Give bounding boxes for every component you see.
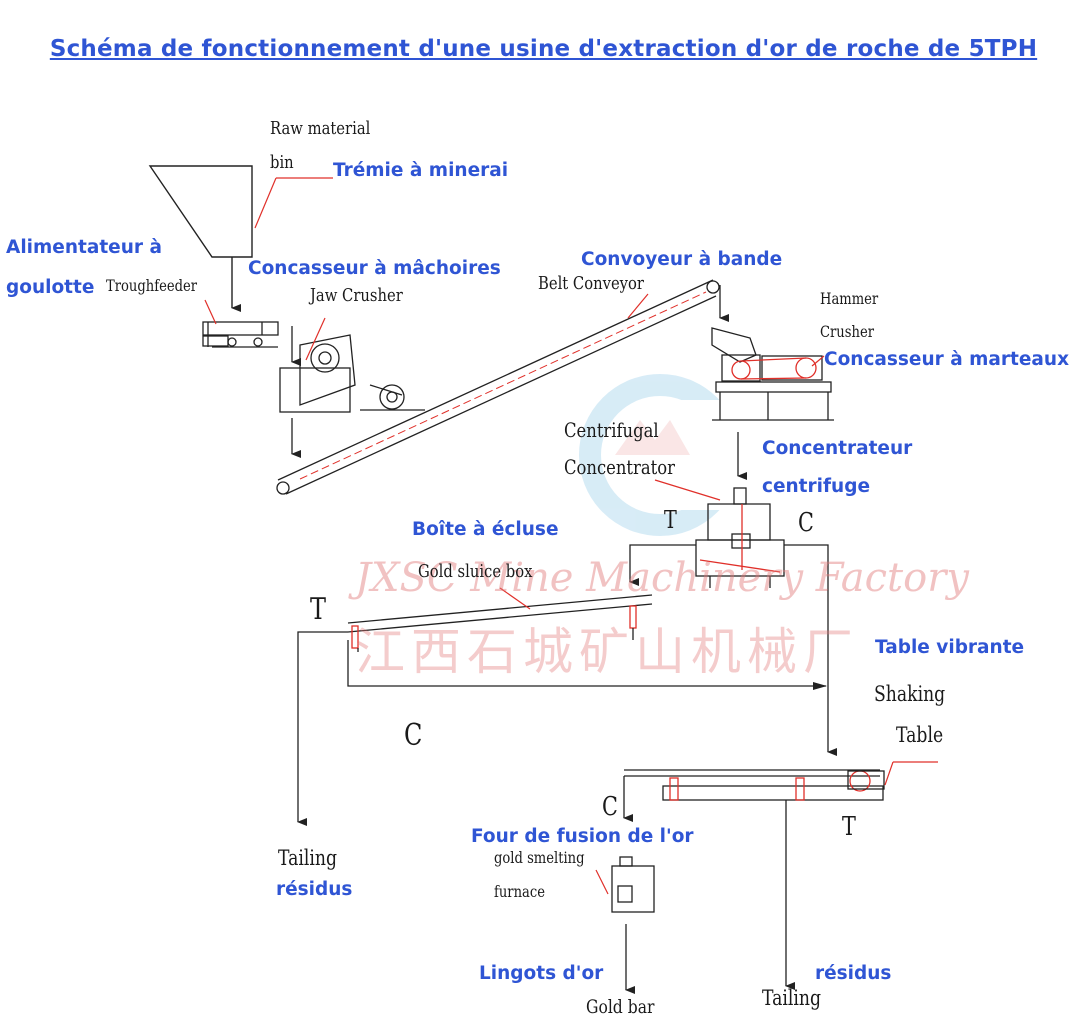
feeder-label-en: Troughfeeder [106, 276, 198, 295]
gold-bar-label-en: Gold bar [586, 996, 655, 1018]
furnace-label-en-line2: furnace [494, 882, 545, 901]
shaking-table-icon [624, 769, 885, 801]
sluice-concentrate-letter: C [404, 718, 423, 753]
concentrator-label-fr-line1: Concentrateur [762, 438, 913, 459]
logo-watermark-icon [579, 374, 750, 536]
feeder-leader-line [204, 299, 217, 325]
gold-sluice-box-icon [347, 594, 653, 652]
furnace-label-en-line1: gold smelting [494, 848, 585, 867]
concentrator-outlets [629, 544, 837, 756]
concentrator-label-en-line2: Concentrator [564, 455, 675, 479]
shaking-table-label-en-line1: Shaking [874, 682, 946, 706]
trough-feeder-icon [202, 321, 279, 348]
tailing-right-label-en: Tailing [762, 986, 822, 1010]
belt-conveyor-label-fr: Convoyeur à bande [581, 249, 783, 270]
tailing-right-label-fr: résidus [815, 963, 892, 984]
hopper-label-fr: Trémie à minerai [333, 160, 509, 181]
sluice-leader-line [499, 587, 531, 610]
tailing-left-label-fr: résidus [276, 879, 353, 900]
page-title: Schéma de fonctionnement d'une usine d'e… [49, 36, 1038, 62]
hammer-crusher-label-en-line2: Crusher [820, 322, 874, 341]
concentrator-label-fr-line2: centrifuge [762, 476, 871, 497]
belt-leader-line [627, 293, 649, 319]
table-leader-line [884, 761, 894, 786]
jaw-crusher-label-en: Jaw Crusher [310, 285, 403, 306]
centrifugal-concentrator-icon [695, 487, 785, 588]
tailing-left-label-en: Tailing [278, 846, 338, 870]
concentrator-tailing-letter: T [664, 506, 677, 534]
watermark-company-cn: 江西石城矿山机械厂 [355, 623, 859, 681]
feeder-label-fr-line1: Alimentateur à [6, 237, 162, 258]
shaking-table-label-fr: Table vibrante [875, 637, 1025, 658]
gold-bar-label-fr: Lingots d'or [479, 963, 604, 984]
concentrator-leader-line [654, 479, 721, 501]
sluice-box-label-fr: Boîte à écluse [412, 519, 559, 540]
table-outlets [623, 776, 795, 990]
hammer-crusher-label-en-line1: Hammer [820, 289, 879, 308]
hammer-crusher-leader-line [811, 355, 825, 367]
hammer-crusher-icon [711, 327, 834, 480]
table-tailing-letter: T [842, 812, 856, 842]
hopper-leader-line [254, 177, 277, 229]
hopper-label-en-line2: bin [270, 152, 294, 173]
belt-conveyor-label-en: Belt Conveyor [538, 273, 644, 294]
jaw-crusher-icon [279, 326, 425, 458]
jaw-crusher-leader-line [305, 317, 326, 361]
gold-smelting-furnace-icon [611, 856, 655, 994]
concentrator-label-en-line1: Centrifugal [564, 418, 659, 442]
sluice-tailing-letter: T [310, 592, 327, 627]
furnace-leader-line [595, 869, 609, 895]
hammer-crusher-label-fr: Concasseur à marteaux [824, 349, 1069, 370]
concentrator-concentrate-letter: C [798, 508, 814, 538]
feeder-label-fr-line2: goulotte [6, 277, 95, 298]
jaw-crusher-label-fr: Concasseur à mâchoires [248, 258, 501, 279]
belt-conveyor-icon [276, 279, 729, 495]
watermark-company-en: JXSC Mine Machinery Factory [355, 555, 969, 601]
hopper-label-en-line1: Raw material [270, 118, 371, 139]
raw-material-bin-icon [148, 165, 253, 312]
table-concentrate-letter: C [602, 792, 618, 822]
furnace-label-fr: Four de fusion de l'or [471, 826, 694, 847]
shaking-table-label-en-line2: Table [896, 723, 944, 747]
sluice-box-label-en: Gold sluice box [418, 561, 533, 582]
sluice-outlets [297, 631, 827, 826]
